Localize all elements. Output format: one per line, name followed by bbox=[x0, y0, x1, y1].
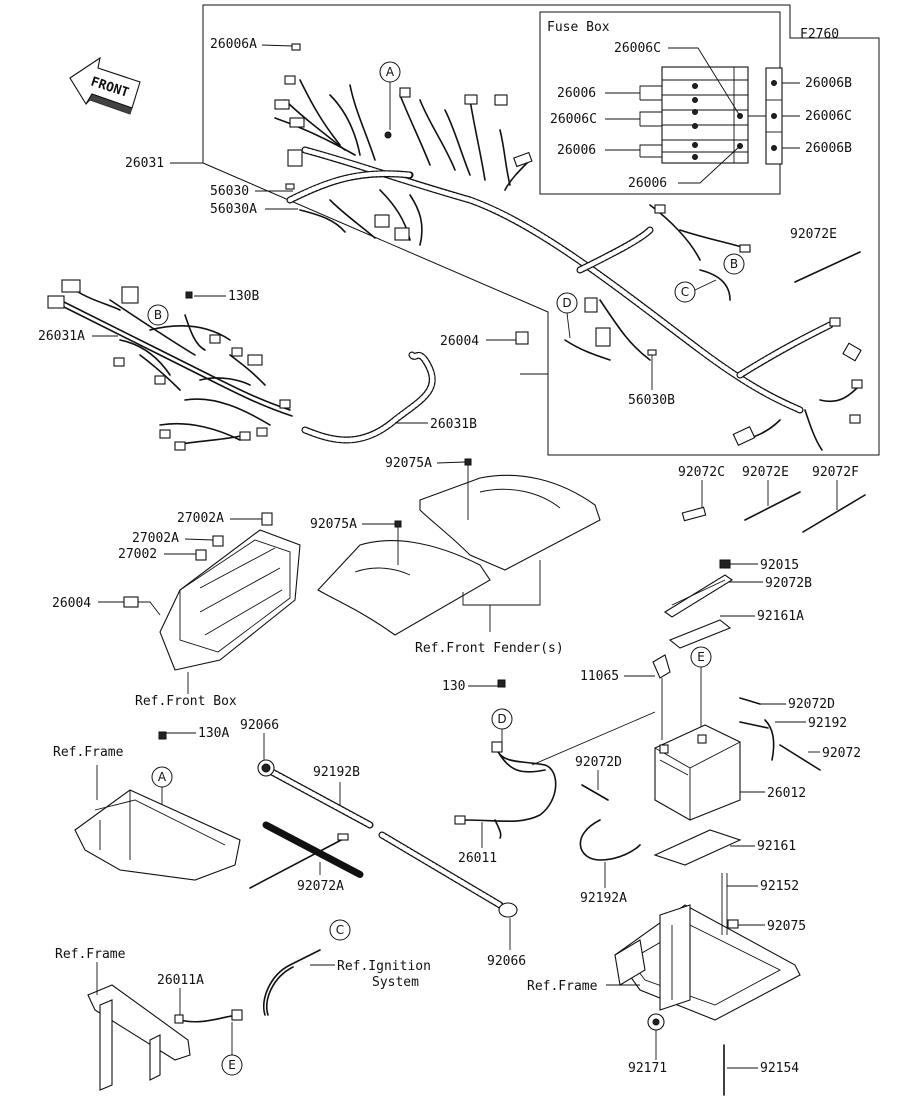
part-130: 130 bbox=[442, 679, 465, 694]
tube-92192B bbox=[257, 759, 518, 918]
part-92015: 92015 bbox=[760, 558, 799, 573]
harness-26031B bbox=[301, 351, 436, 444]
part-26012: 26012 bbox=[767, 786, 806, 801]
part-92161: 92161 bbox=[757, 839, 796, 854]
part-26031A: 26031A bbox=[38, 329, 85, 344]
front-box bbox=[123, 512, 301, 694]
main-harness-26031 bbox=[274, 43, 863, 451]
svg-text:D: D bbox=[562, 296, 571, 310]
fuse-part-26006-1: 26006 bbox=[557, 86, 596, 101]
part-56030A: 56030A bbox=[210, 202, 257, 217]
part-92171: 92171 bbox=[628, 1061, 667, 1076]
part-92161A: 92161A bbox=[757, 609, 804, 624]
part-26031B: 26031B bbox=[430, 417, 477, 432]
part-92072B: 92072B bbox=[765, 576, 812, 591]
svg-text:A: A bbox=[386, 65, 395, 79]
part-26006A: 26006A bbox=[210, 37, 257, 52]
part-92075: 92075 bbox=[767, 919, 806, 934]
part-27002: 27002 bbox=[118, 547, 157, 562]
ref-frame-bottom: Ref.Frame bbox=[55, 947, 126, 962]
callout-B-left: B bbox=[147, 304, 169, 326]
part-92152: 92152 bbox=[760, 879, 799, 894]
part-92072: 92072 bbox=[822, 746, 861, 761]
ref-ignition-2: System bbox=[372, 975, 419, 990]
part-92072E-top: 92072E bbox=[790, 227, 837, 242]
part-26011: 26011 bbox=[458, 851, 497, 866]
part-56030: 56030 bbox=[210, 184, 249, 199]
svg-text:D: D bbox=[497, 712, 506, 726]
svg-text:A: A bbox=[158, 770, 167, 784]
part-130B: 130B bbox=[228, 289, 259, 304]
part-27002A-1: 27002A bbox=[177, 511, 224, 526]
svg-text:B: B bbox=[730, 257, 738, 271]
ref-ignition-1: Ref.Ignition bbox=[337, 959, 431, 974]
callout-C-top: C bbox=[674, 281, 696, 303]
part-92192A: 92192A bbox=[580, 891, 627, 906]
callout-E-bottom: E bbox=[221, 1054, 243, 1076]
part-92072F: 92072F bbox=[812, 465, 859, 480]
part-56030B: 56030B bbox=[628, 393, 675, 408]
part-92072C: 92072C bbox=[678, 465, 725, 480]
battery-group bbox=[581, 559, 821, 866]
fuse-part-26006-bottom: 26006 bbox=[628, 176, 667, 191]
svg-text:C: C bbox=[336, 923, 344, 937]
fuse-part-26006C-left: 26006C bbox=[550, 112, 597, 127]
front-fenders bbox=[317, 458, 601, 636]
figure-code: F2760 bbox=[800, 27, 839, 42]
battery-tray-frame bbox=[614, 873, 801, 1096]
ref-frame-battery: Ref.Frame bbox=[527, 979, 598, 994]
part-27002A-2: 27002A bbox=[132, 531, 179, 546]
ref-frame-left: Ref.Frame bbox=[53, 745, 124, 760]
ref-front-box: Ref.Front Box bbox=[135, 694, 237, 709]
part-92072E: 92072E bbox=[742, 465, 789, 480]
callout-A-bottom: A bbox=[151, 766, 173, 788]
part-26004-box: 26004 bbox=[52, 596, 91, 611]
part-11065: 11065 bbox=[580, 669, 619, 684]
part-92066-top: 92066 bbox=[240, 718, 279, 733]
fuse-box-title: Fuse Box bbox=[547, 20, 610, 35]
part-92072D-1: 92072D bbox=[788, 697, 835, 712]
callout-C-bottom: C bbox=[329, 919, 351, 941]
part-92154: 92154 bbox=[760, 1061, 799, 1076]
frame-bottom-left bbox=[87, 949, 321, 1091]
callout-E-battery: E bbox=[690, 646, 712, 668]
part-26031: 26031 bbox=[125, 156, 164, 171]
svg-text:B: B bbox=[154, 308, 162, 322]
sub-harness-26031A bbox=[47, 279, 293, 451]
fuse-part-26006-2: 26006 bbox=[557, 143, 596, 158]
part-130A: 130A bbox=[198, 726, 229, 741]
part-92192: 92192 bbox=[808, 716, 847, 731]
front-direction-arrow: FRONT bbox=[69, 56, 141, 115]
svg-text:E: E bbox=[228, 1058, 236, 1072]
main-harness-outline bbox=[202, 4, 880, 456]
part-26011A: 26011A bbox=[157, 973, 204, 988]
fuse-part-26006C-right: 26006C bbox=[805, 109, 852, 124]
part-92066-bottom: 92066 bbox=[487, 954, 526, 969]
part-92192B: 92192B bbox=[313, 765, 360, 780]
part-92072D-2: 92072D bbox=[575, 755, 622, 770]
fuse-part-26006B-top: 26006B bbox=[805, 76, 852, 91]
part-26004-top: 26004 bbox=[440, 334, 479, 349]
ref-front-fenders: Ref.Front Fender(s) bbox=[415, 641, 564, 656]
callout-D-top: D bbox=[556, 292, 578, 314]
part-92072A: 92072A bbox=[297, 879, 344, 894]
svg-text:E: E bbox=[697, 650, 705, 664]
callout-B-top: B bbox=[723, 253, 745, 275]
part-92075A-1: 92075A bbox=[385, 456, 432, 471]
frame-left bbox=[74, 731, 241, 881]
svg-text:C: C bbox=[681, 285, 689, 299]
battery-cable-26011 bbox=[454, 679, 656, 848]
callout-A-top: A bbox=[379, 61, 401, 83]
callout-D-bottom: D bbox=[491, 708, 513, 730]
fuse-part-26006C-top: 26006C bbox=[614, 41, 661, 56]
part-92075A-2: 92075A bbox=[310, 517, 357, 532]
fuse-part-26006B-bottom: 26006B bbox=[805, 141, 852, 156]
fuse-box: Fuse Box bbox=[539, 11, 852, 195]
